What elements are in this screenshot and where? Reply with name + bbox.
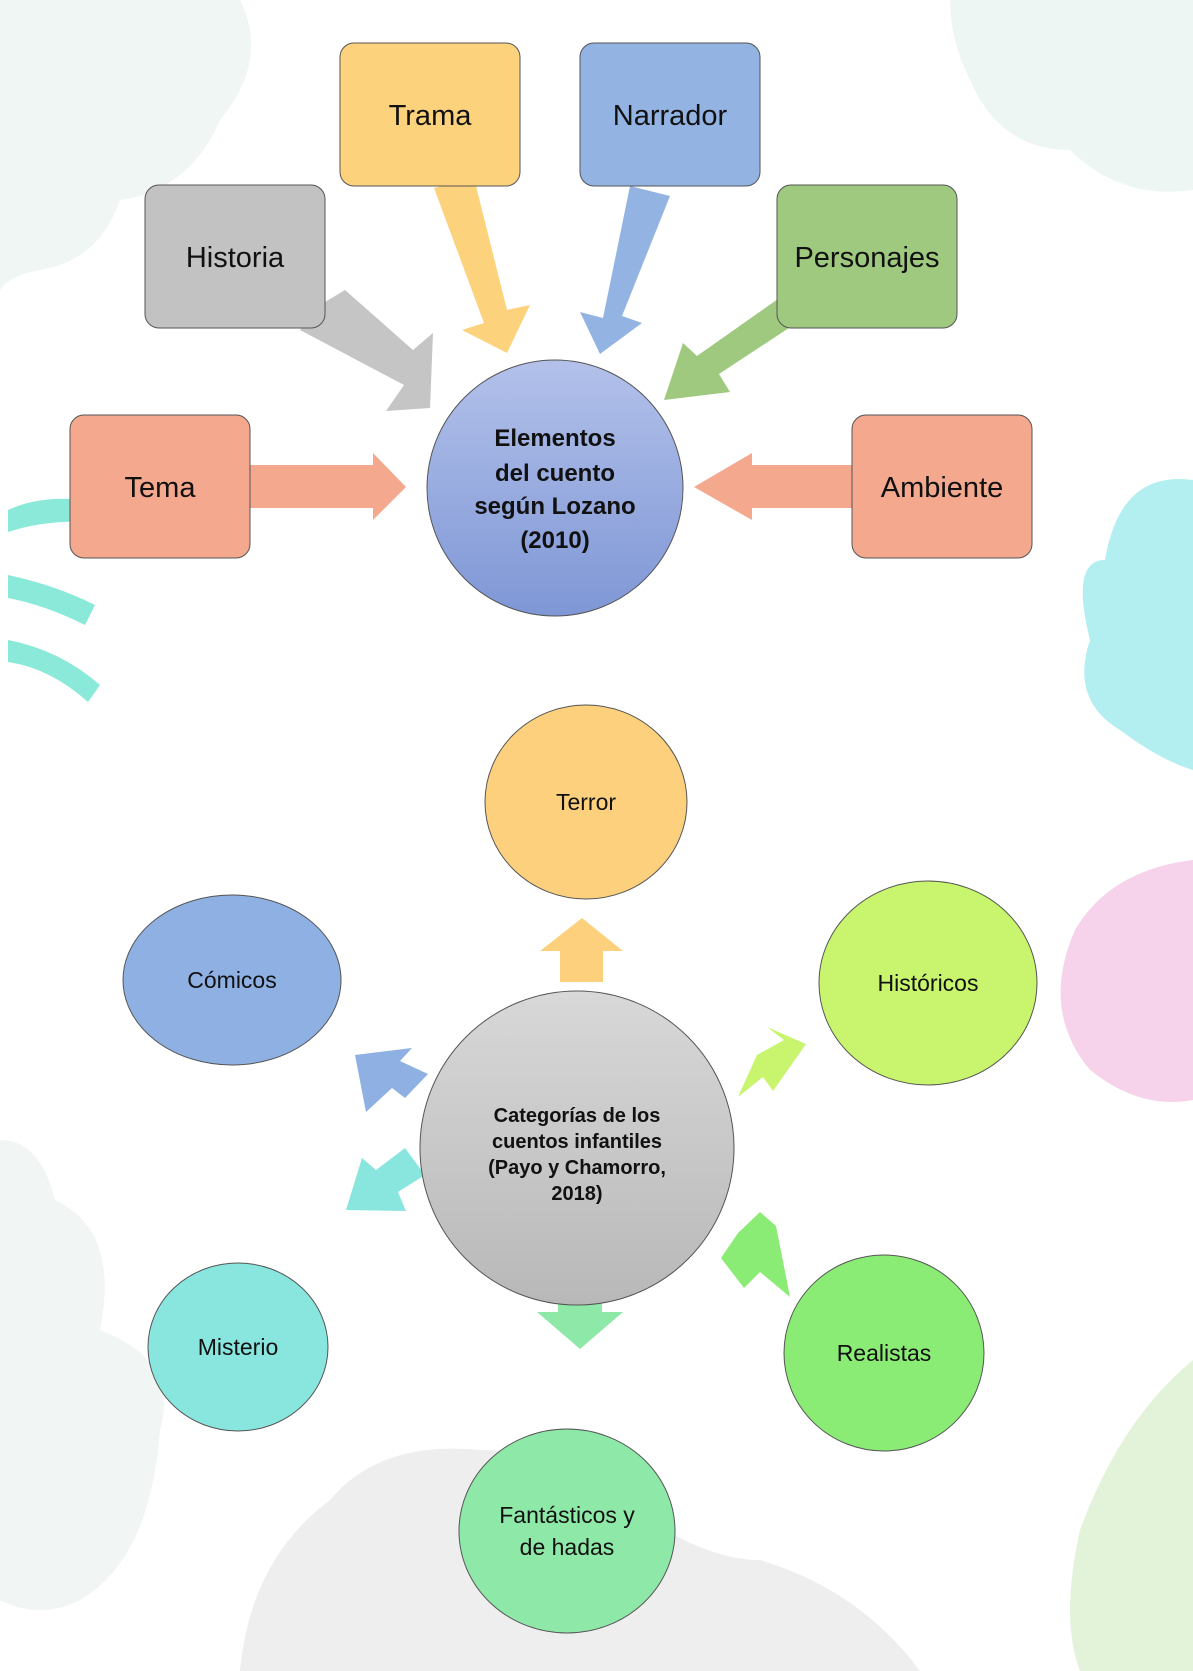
node-comicos-label: Cómicos	[187, 967, 276, 993]
node-terror-circle	[484, 704, 688, 900]
node-realistas-circle	[783, 1254, 985, 1452]
center1-line2: del cuento	[495, 460, 615, 487]
node-ambiente-box	[851, 414, 1033, 559]
center1-line1: Elementos	[494, 425, 615, 452]
node-narrador-label: Narrador	[613, 100, 728, 132]
center2-line3: (Payo y Chamorro,	[488, 1157, 666, 1179]
center2-line2: cuentos infantiles	[492, 1131, 662, 1153]
arrow-ambiente	[694, 453, 852, 520]
node-fantasticos-line1: Fantásticos y	[499, 1502, 635, 1528]
center2-circle	[419, 990, 735, 1306]
arrow-realistas	[721, 1212, 790, 1297]
node-misterio-label: Misterio	[198, 1334, 279, 1360]
center1-line3: según Lozano	[474, 493, 635, 520]
node-personajes-box	[776, 184, 958, 329]
node-tema-label: Tema	[125, 472, 197, 504]
node-fantasticos-line2: de hadas	[520, 1534, 615, 1560]
arrow-narrador	[580, 186, 670, 354]
node-terror-label: Terror	[556, 789, 616, 815]
arrow-terror	[540, 918, 623, 982]
arrow-trama	[434, 178, 530, 353]
node-historia-label: Historia	[186, 242, 285, 274]
node-historia-box	[144, 184, 326, 329]
arrow-historicos	[738, 1027, 806, 1097]
arrow-misterio	[346, 1148, 425, 1211]
node-tema-box	[69, 414, 251, 559]
node-historicos-label: Históricos	[878, 970, 979, 996]
diagram2-nodes: Terror Históricos Realistas Fantásticos …	[122, 704, 1038, 1634]
center2-line4: 2018)	[551, 1183, 602, 1205]
node-comicos-circle	[122, 894, 342, 1066]
node-trama-box	[339, 42, 521, 187]
node-historicos-circle	[818, 880, 1038, 1086]
arrow-tema	[250, 453, 406, 520]
center1-line4: (2010)	[520, 527, 589, 554]
center2-line1: Categorías de los	[494, 1105, 661, 1127]
node-personajes-label: Personajes	[794, 242, 939, 274]
node-trama-label: Trama	[389, 100, 473, 132]
node-fantasticos-circle	[458, 1428, 676, 1634]
arrow-comicos	[355, 1048, 428, 1112]
node-misterio-circle	[147, 1262, 329, 1432]
center1-circle	[426, 359, 684, 617]
diagram1-nodes: Tema Historia Trama Narrador Personajes …	[69, 42, 1033, 617]
arrow-historia	[300, 290, 433, 411]
node-realistas-label: Realistas	[837, 1340, 932, 1366]
node-narrador-box	[579, 42, 761, 187]
node-ambiente-label: Ambiente	[881, 472, 1004, 504]
arrow-personajes	[664, 299, 795, 400]
diagram1-arrows	[250, 178, 852, 520]
